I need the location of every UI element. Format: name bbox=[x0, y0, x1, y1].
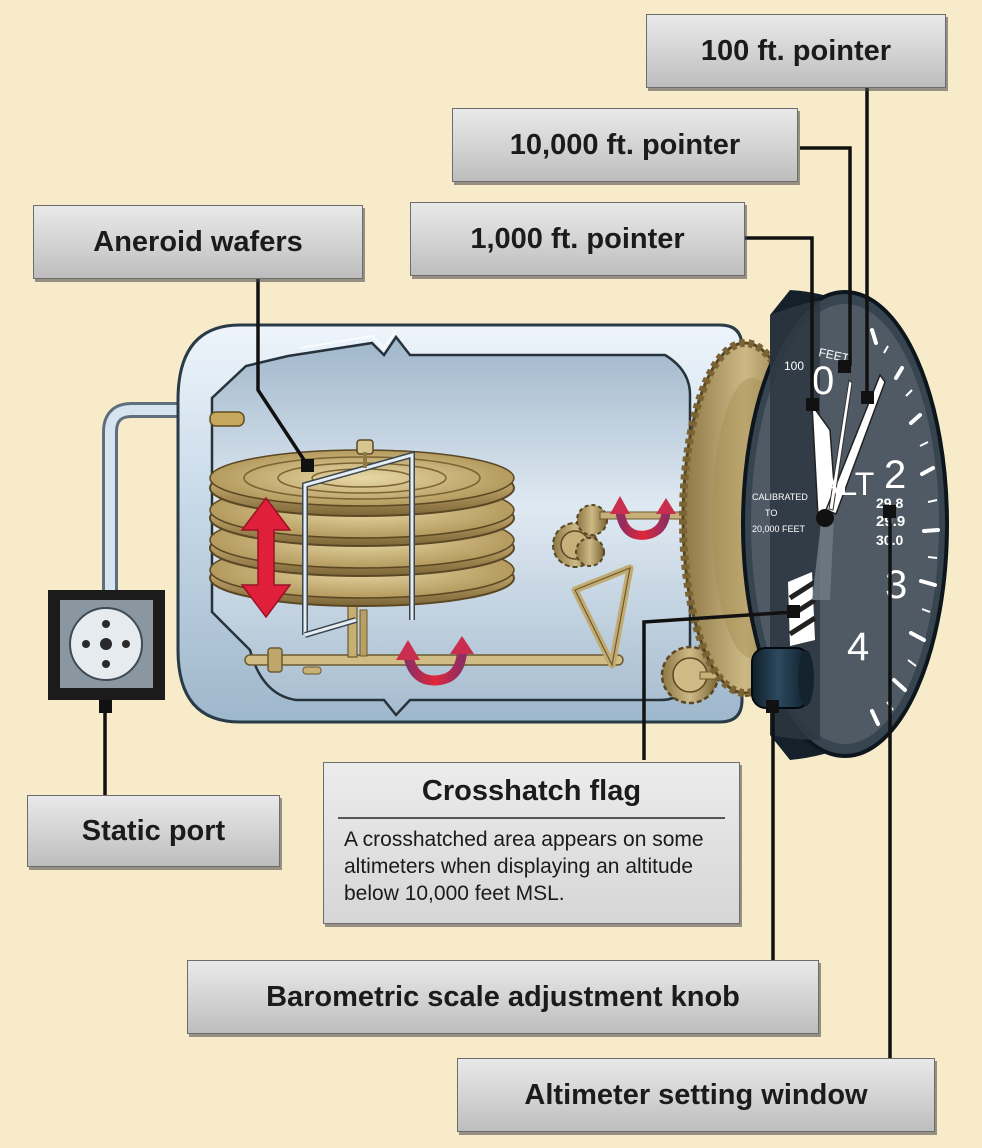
label-aneroid-wafers: Aneroid wafers bbox=[33, 205, 363, 279]
baro-knob-shape bbox=[751, 647, 814, 709]
static-tube-inner bbox=[105, 405, 200, 597]
kollsman-value-1: 29.8 bbox=[876, 495, 903, 511]
static-port-shape bbox=[48, 590, 165, 700]
shaft-collar bbox=[267, 647, 283, 673]
pointer-100-shape bbox=[825, 373, 886, 515]
crosshatch-flag-callout: Crosshatch flag A crosshatched area appe… bbox=[323, 762, 740, 924]
dial-numeral-0: 0 bbox=[812, 359, 834, 403]
inlet-stub bbox=[209, 411, 245, 427]
inner-liner bbox=[299, 329, 397, 350]
leader-lines bbox=[103, 88, 892, 1058]
rotation-arrow-upper bbox=[610, 496, 676, 540]
expansion-arrow bbox=[240, 496, 292, 619]
label-static-port: Static port bbox=[27, 795, 280, 867]
link-rod-b bbox=[359, 609, 368, 657]
crosshatch-flag-title: Crosshatch flag bbox=[421, 775, 642, 807]
link-rod bbox=[347, 604, 358, 658]
dial-numeral-2: 2 bbox=[884, 453, 906, 497]
aneroid-wafer-stack bbox=[209, 449, 515, 607]
dial-hundred-mark: 100 bbox=[784, 359, 804, 373]
callout-divider bbox=[338, 817, 725, 819]
dial-minor-ticks bbox=[883, 345, 938, 711]
pointer-10000-shape bbox=[828, 378, 853, 511]
label-10000ft-pointer: 10,000 ft. pointer bbox=[452, 108, 798, 182]
dial-pointers bbox=[811, 373, 886, 600]
calibration-line-2: TO bbox=[765, 508, 777, 518]
calibration-line-1: CALIBRATED bbox=[752, 492, 808, 502]
crosshatch-flag bbox=[788, 572, 817, 646]
dial-alt-text: ALT bbox=[818, 466, 874, 502]
pointer-hub bbox=[816, 509, 834, 527]
adjust-screw bbox=[356, 439, 374, 455]
leader-endpoints bbox=[99, 360, 896, 713]
dial-ticks bbox=[870, 328, 940, 726]
label-altimeter-setting-window: Altimeter setting window bbox=[457, 1058, 935, 1132]
wafer-frame-highlight bbox=[303, 453, 414, 635]
rotation-arrow-lower bbox=[396, 636, 474, 686]
label-barometric-knob: Barometric scale adjustment knob bbox=[187, 960, 819, 1034]
dial-numeral-4: 4 bbox=[847, 625, 869, 669]
calibration-line-3: 20,000 FEET bbox=[752, 524, 806, 534]
label-1000ft-pointer: 1,000 ft. pointer bbox=[410, 202, 745, 276]
crosshatch-flag-description: A crosshatched area appears on some alti… bbox=[344, 827, 704, 905]
rocking-shaft bbox=[244, 654, 624, 666]
pointer-tails bbox=[812, 514, 834, 600]
label-100ft-pointer: 100 ft. pointer bbox=[646, 14, 946, 88]
pin bbox=[302, 666, 322, 675]
